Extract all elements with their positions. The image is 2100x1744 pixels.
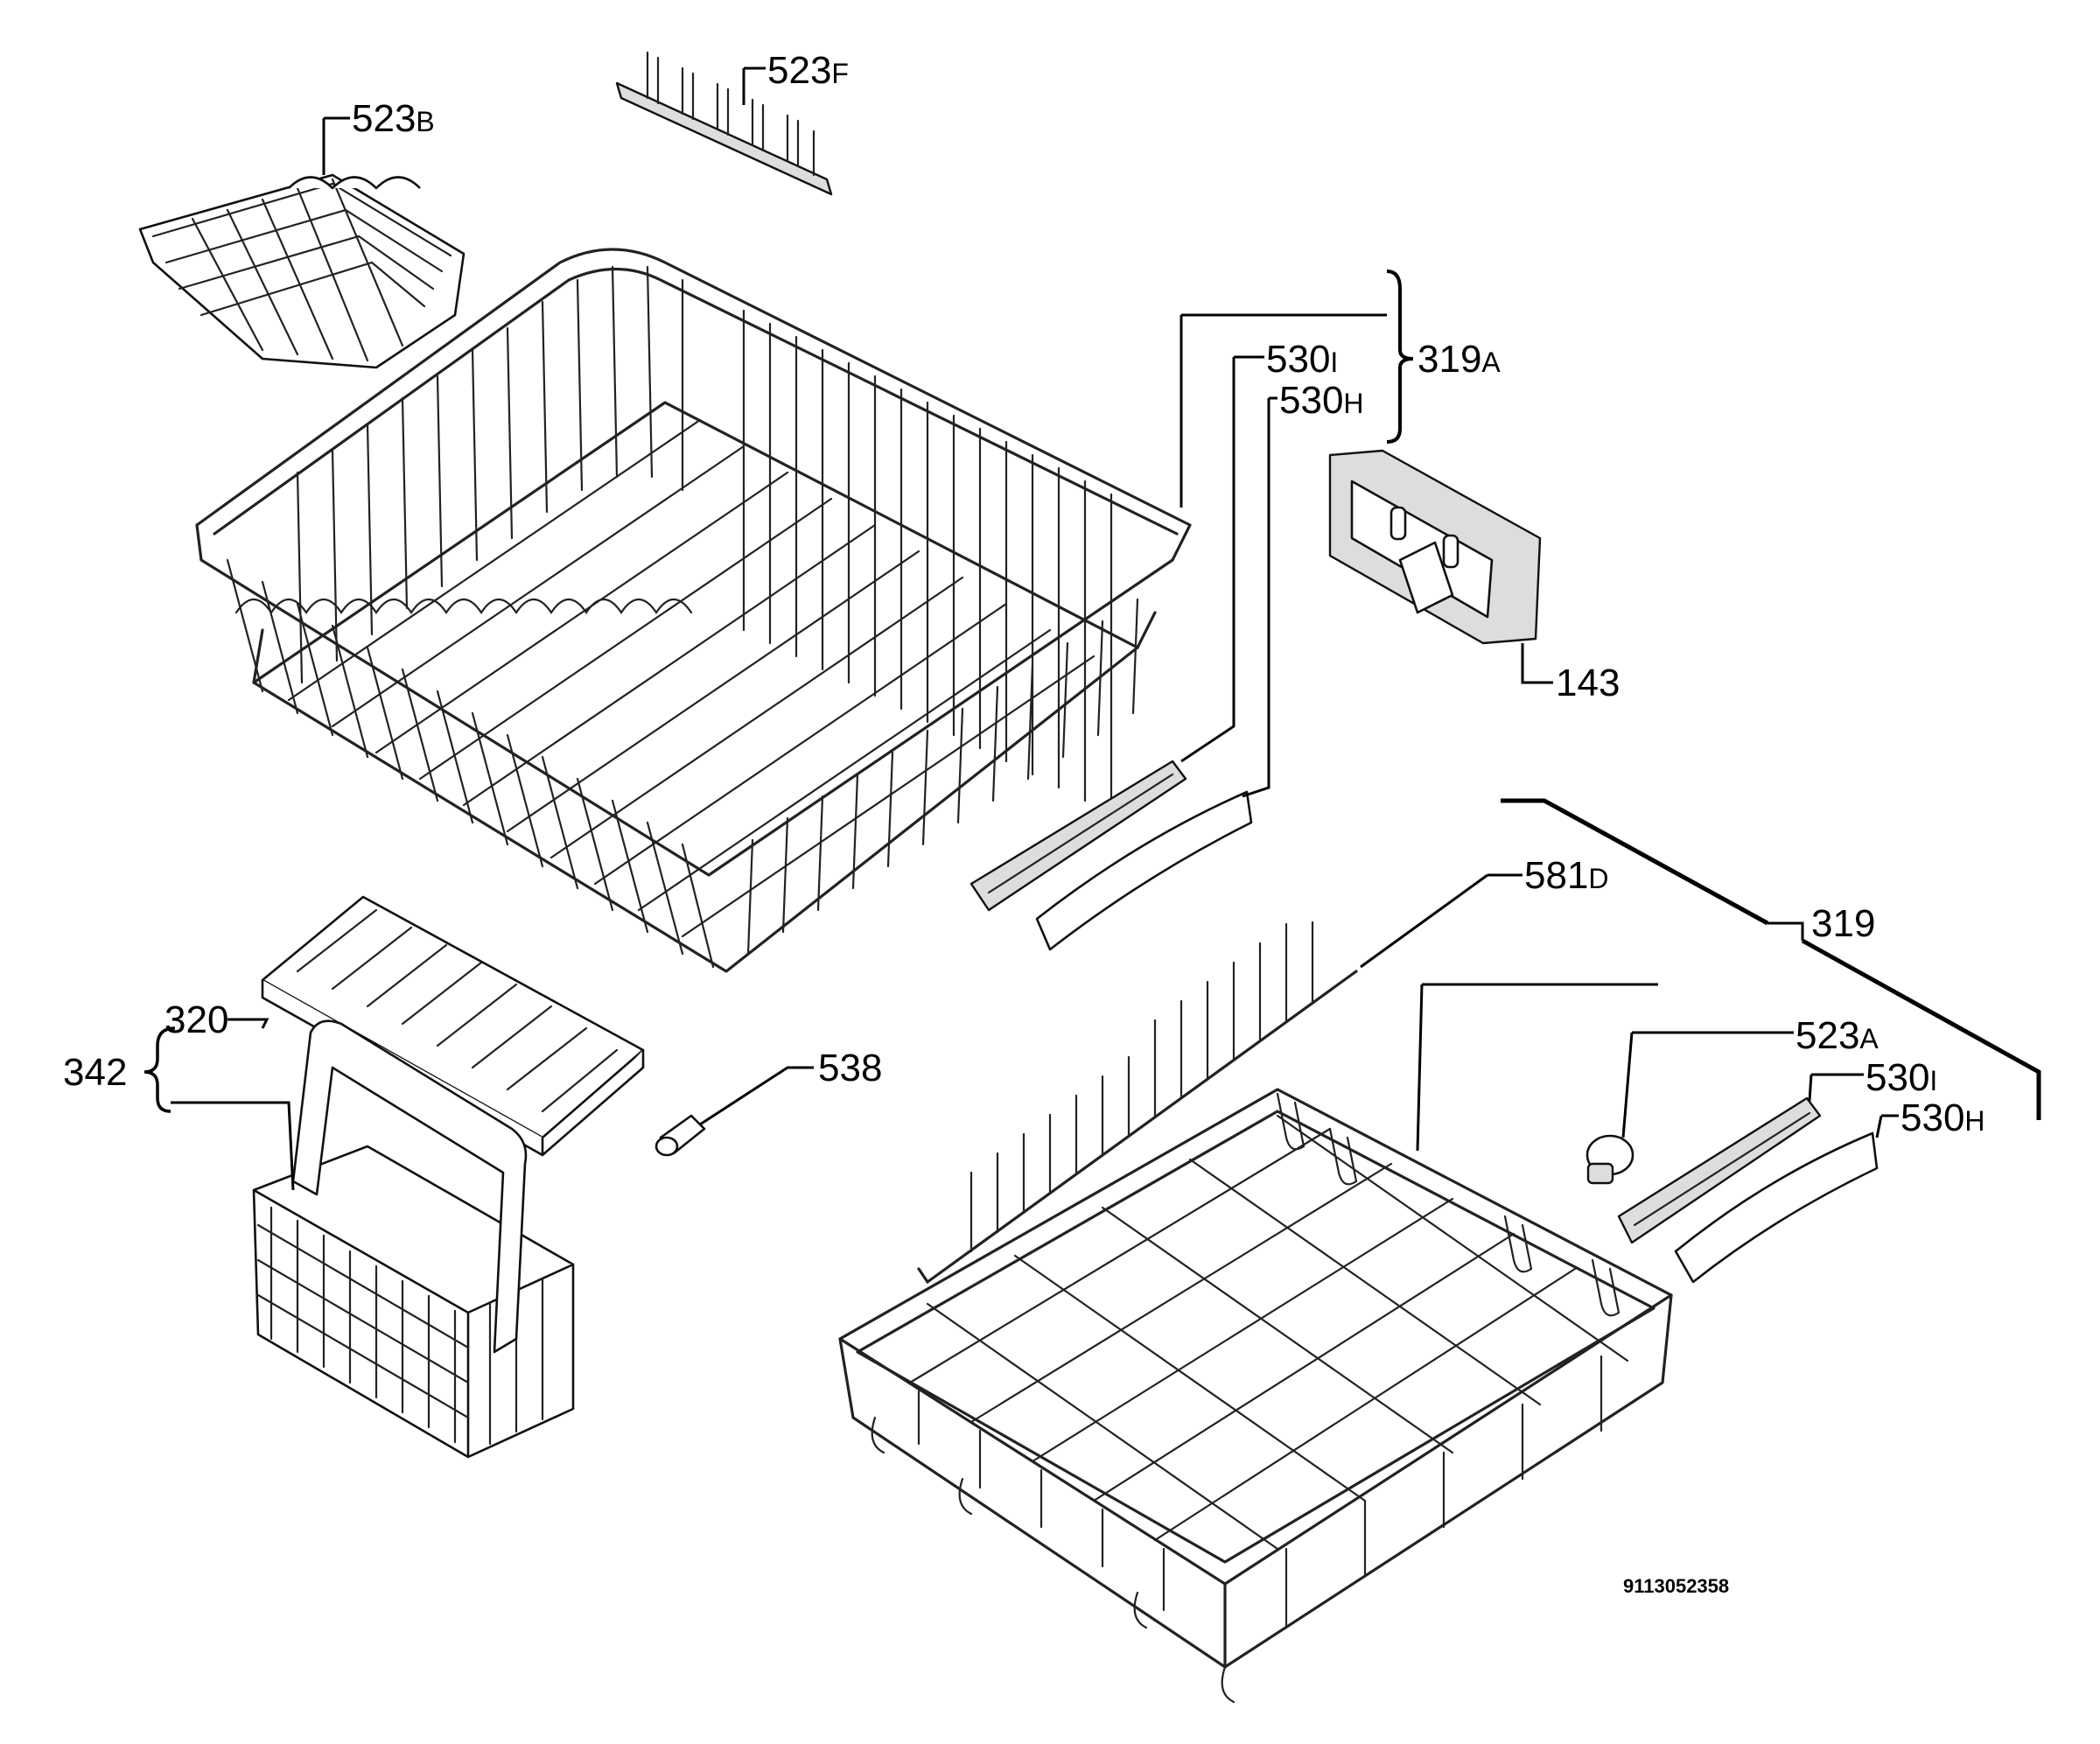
- part-530i-bottom-rail-cover: [1617, 1096, 1822, 1244]
- part-342-cutlery-basket: [252, 1019, 575, 1459]
- part-538-connector: [654, 1114, 706, 1157]
- part-530h-bottom-rail-strip: [1674, 1131, 1879, 1284]
- label-523b: 523B: [352, 97, 435, 140]
- label-523a: 523A: [1796, 1014, 1879, 1057]
- upper-basket: [195, 248, 1192, 973]
- leader-lines: [144, 67, 2041, 1191]
- part-581d-tine-row: [917, 921, 1358, 1284]
- part-523a-wheel: [1586, 1134, 1634, 1185]
- part-523f-tine-strip: [615, 51, 833, 196]
- part-523b-cup-shelf: [138, 173, 466, 369]
- label-581d: 581D: [1524, 854, 1609, 897]
- label-523f: 523F: [767, 49, 849, 92]
- label-143: 143: [1556, 662, 1620, 704]
- label-538: 538: [818, 1047, 882, 1089]
- part-530h-top-rail-strip: [1035, 790, 1253, 951]
- lower-basket: [838, 1088, 1673, 1704]
- label-319: 319: [1811, 902, 1875, 945]
- label-530h-bot: 530H: [1900, 1096, 1985, 1139]
- label-530i-bot: 530I: [1866, 1056, 1937, 1099]
- part-143-bracket: [1328, 449, 1542, 645]
- part-labels: 523B 523F 530I 530H 319A 143 581D 319 52…: [63, 49, 1985, 1597]
- label-342: 342: [63, 1051, 127, 1094]
- label-530h-top: 530H: [1279, 379, 1364, 422]
- part-530i-top-rail-cover: [970, 760, 1187, 912]
- label-320: 320: [164, 998, 228, 1041]
- label-530i-top: 530I: [1266, 338, 1338, 381]
- label-319a: 319A: [1418, 338, 1501, 381]
- drawing-code: 9113052358: [1623, 1575, 1729, 1597]
